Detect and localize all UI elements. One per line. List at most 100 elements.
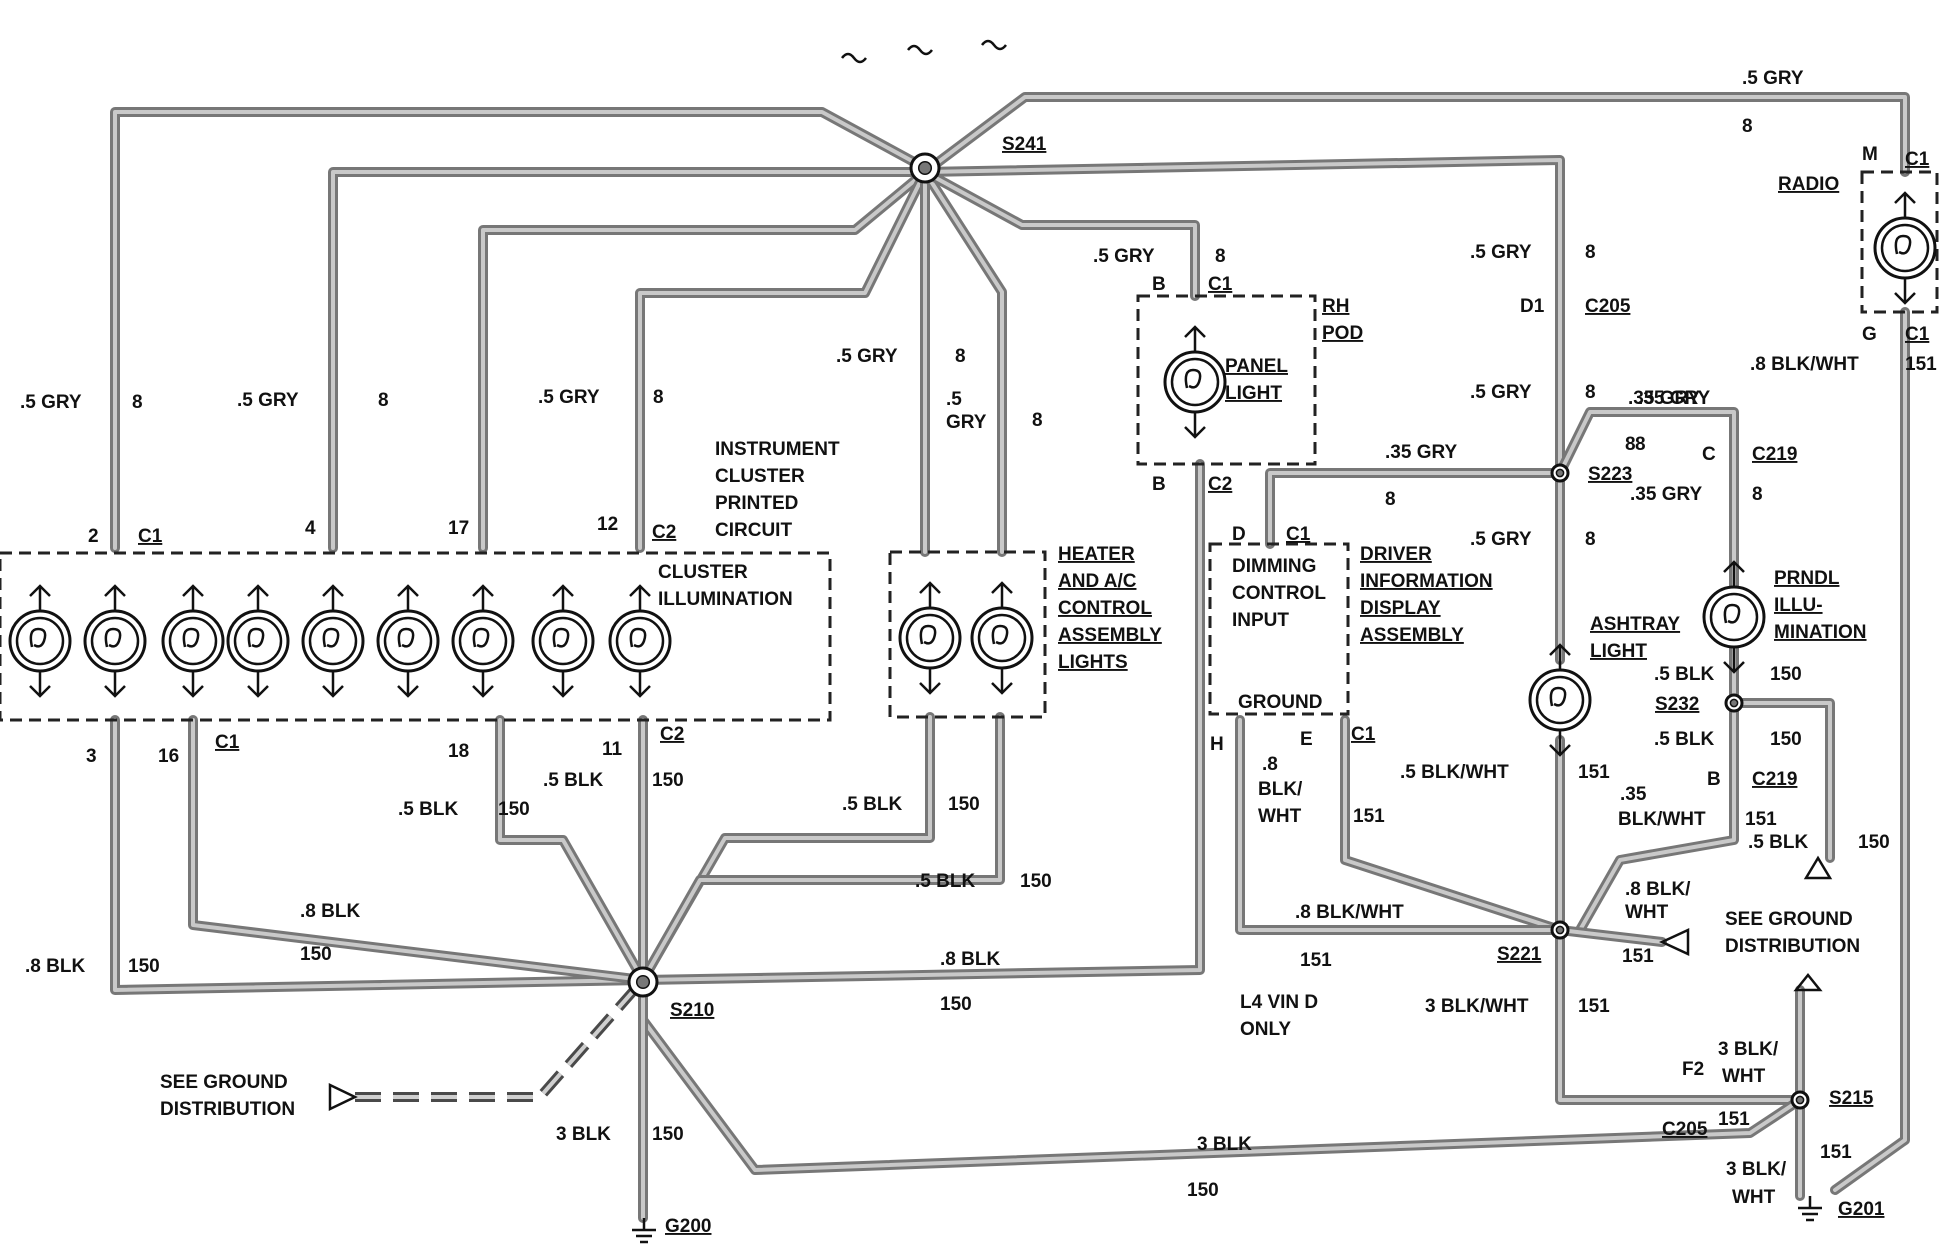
wire-label: C1 (215, 732, 240, 753)
ground-arrow-icon (1803, 855, 1833, 880)
wire-label: 8 (1585, 242, 1596, 263)
wire-label: 151 (1905, 354, 1937, 375)
light-bulb-icon (8, 584, 72, 698)
wire-label: BLK/WHT (1618, 809, 1706, 830)
wire-core (1268, 471, 1562, 546)
wire-label: .5 GRY (1470, 242, 1532, 263)
wire-core (331, 170, 927, 550)
wire-core (923, 158, 1562, 475)
wire-label: C205 (1585, 296, 1631, 317)
wire-label: S241 (1002, 134, 1047, 155)
wire-label: .5 BLK/WHT (1400, 762, 1509, 783)
wire-label: D (1232, 524, 1246, 545)
see-ground-label: SEE GROUND (1725, 909, 1853, 930)
wire-label: .5 GRY (1742, 68, 1804, 89)
dimming-control-label: CONTROL (1232, 583, 1326, 604)
light-bulb-icon (1163, 325, 1227, 439)
wire (638, 712, 1005, 985)
wire-label: 150 (498, 799, 530, 820)
light-bulb-icon (1528, 643, 1592, 757)
wire-label: .35 GRY (1628, 388, 1700, 409)
light-bulb-icon (1702, 560, 1766, 674)
wire-label: 3 BLK (1197, 1134, 1252, 1155)
wire-label: 3 BLK (556, 1124, 611, 1145)
rh-pod-label: POD (1322, 323, 1363, 344)
wire-core (1578, 701, 1736, 932)
l4-vin-note: ONLY (1240, 1019, 1291, 1040)
wire-label: 4 (305, 518, 316, 539)
wire-label: .8 BLK (300, 901, 360, 922)
wire-label: 151 (1353, 806, 1385, 827)
wire-label: H (1210, 734, 1224, 755)
dimming-ground-label: GROUND (1238, 692, 1322, 713)
wire-label: WHT (1722, 1066, 1766, 1087)
heater-label: CONTROL (1058, 598, 1152, 619)
wire-label: 8 (1635, 434, 1646, 455)
wire-label: .35 GRY (1638, 388, 1710, 409)
wire-label: C205 (1662, 1119, 1708, 1140)
ground-arrow-icon (1659, 928, 1690, 956)
wire-label: 151 (1745, 809, 1777, 830)
wire-label: 150 (652, 1124, 684, 1145)
wire-label: 8 (1385, 489, 1396, 510)
wire-core (1732, 701, 1832, 860)
wire-core (923, 170, 1197, 298)
radio-label: RADIO (1778, 174, 1839, 195)
driver-info-label: INFORMATION (1360, 571, 1493, 592)
wire-label: 8 (653, 387, 664, 408)
splice-icon (627, 966, 659, 998)
heater-label: LIGHTS (1058, 652, 1128, 673)
wire (188, 715, 648, 985)
ground-arrow-icon (1793, 972, 1823, 992)
wire-label: BLK/ (1258, 779, 1303, 800)
splice-icon (909, 152, 941, 184)
wire-label: 151 (1622, 946, 1654, 967)
wire-label: 16 (158, 746, 179, 767)
wire-label: .5 GRY (538, 387, 600, 408)
wire-core (641, 1018, 1802, 1172)
wire-label: 151 (1578, 996, 1610, 1017)
light-bulb-icon (970, 581, 1034, 695)
wire-label: 8 (1752, 484, 1763, 505)
heater-label: ASSEMBLY (1058, 625, 1162, 646)
wire-label: .35 GRY (1630, 484, 1702, 505)
wire-label: B (1152, 474, 1166, 495)
wire-label: S215 (1829, 1088, 1874, 1109)
wire-label: 151 (1300, 950, 1332, 971)
wire-label: C (1702, 444, 1716, 465)
splice-icon (1550, 920, 1570, 940)
wire-label: GRY (946, 412, 987, 433)
wire-label: .5 GRY (1093, 246, 1155, 267)
splice-icon (1790, 1090, 1810, 1110)
wire-core (1558, 928, 1802, 1102)
wire-core (641, 715, 1002, 982)
panel-light-label: LIGHT (1225, 383, 1282, 404)
wire-core (641, 715, 932, 982)
wire-label: 150 (1187, 1180, 1219, 1201)
wire-label: 150 (948, 794, 980, 815)
prndl-label: MINATION (1774, 622, 1867, 643)
wire-label: C1 (1351, 724, 1376, 745)
wire-label: 150 (1020, 871, 1052, 892)
wire-label: G201 (1838, 1199, 1885, 1220)
panel-light-label: PANEL (1225, 356, 1288, 377)
wire (920, 155, 1565, 478)
light-bulb-icon (451, 584, 515, 698)
ashtray-light-label: ASHTRAY (1590, 614, 1680, 635)
wire-continuation-icon (907, 44, 933, 56)
wire-label: .5 BLK (842, 794, 902, 815)
wire-label: G (1862, 324, 1877, 345)
wire-label: C2 (1208, 474, 1232, 495)
wire-label: 150 (128, 956, 160, 977)
wire-label: 8 (1032, 410, 1043, 431)
wire-label: 150 (300, 944, 332, 965)
see-ground-label: DISTRIBUTION (160, 1099, 295, 1120)
wire-label: .8 BLK/ (1625, 879, 1691, 900)
wire-label: .8 (1262, 754, 1278, 775)
instrument-cluster-box (0, 551, 832, 722)
wire-label: .35 GRY (1385, 442, 1457, 463)
splice-icon (1724, 693, 1744, 713)
wire-label: 150 (1770, 664, 1802, 685)
instrument-cluster-label: CLUSTER (715, 466, 805, 487)
wire-core (1558, 928, 1664, 944)
